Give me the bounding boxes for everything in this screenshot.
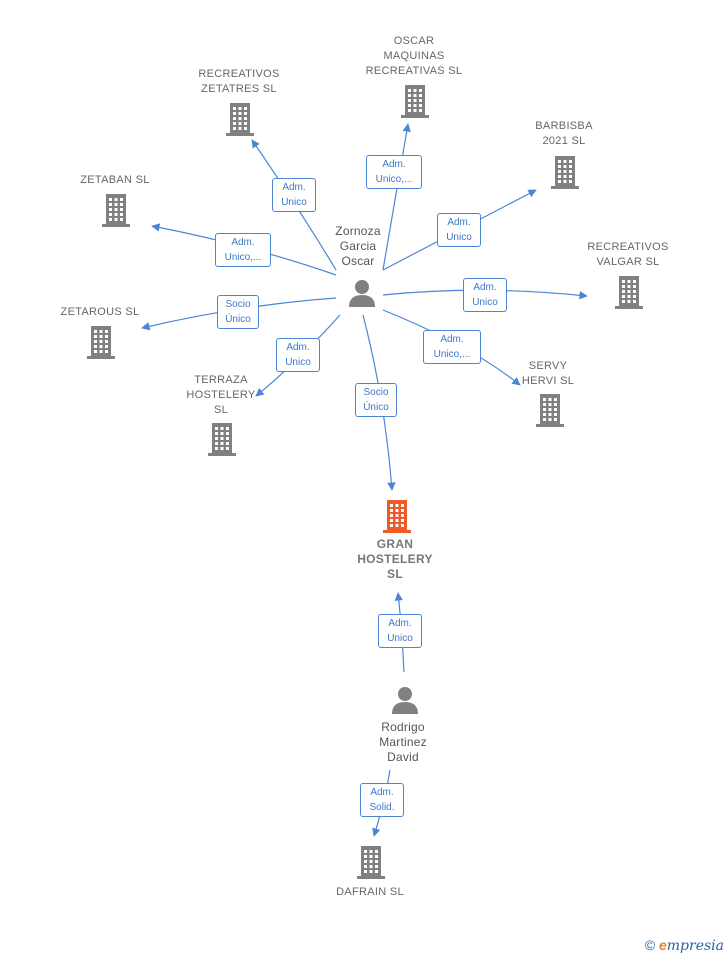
edge-zornoza-oscar_maq	[382, 123, 411, 271]
building-icon-terraza[interactable]	[205, 421, 239, 457]
company-label-barbisba[interactable]: BARBISBA 2021 SL	[535, 120, 593, 147]
relation-badge-zornoza-servy[interactable]: Adm. Unico,...	[423, 330, 481, 364]
company-label-gran[interactable]: GRAN HOSTELERY SL	[357, 537, 433, 581]
building-icon-servy[interactable]	[533, 392, 567, 428]
relation-badge-zornoza-oscar_maq[interactable]: Adm. Unico,...	[366, 155, 422, 189]
person-label-rodrigo[interactable]: Rodrigo Martinez David	[379, 720, 427, 764]
relation-badge-zornoza-barbisba[interactable]: Adm. Unico	[437, 213, 481, 247]
building-icon-zetatres[interactable]	[223, 101, 257, 137]
person-icon-rodrigo[interactable]	[390, 685, 420, 715]
building-icon-barbisba[interactable]	[548, 154, 582, 190]
building-icon-oscar_maq[interactable]	[398, 83, 432, 119]
relation-badge-rodrigo-dafrain[interactable]: Adm. Solid.	[360, 783, 404, 817]
relation-badge-zornoza-zetaban[interactable]: Adm. Unico,...	[215, 233, 271, 267]
brand-name: mpresia	[666, 938, 724, 954]
company-label-terraza[interactable]: TERRAZA HOSTELERY SL	[186, 374, 256, 416]
relation-badge-zornoza-zetatres[interactable]: Adm. Unico	[272, 178, 316, 212]
relation-badge-zornoza-terraza[interactable]: Adm. Unico	[276, 338, 320, 372]
building-icon-dafrain[interactable]	[354, 844, 388, 880]
building-icon-zetarous[interactable]	[84, 324, 118, 360]
relation-badge-zornoza-gran[interactable]: Socio Único	[355, 383, 397, 417]
relation-badge-rodrigo-gran[interactable]: Adm. Unico	[378, 614, 422, 648]
empresia-logo[interactable]: © empresia	[645, 937, 724, 954]
person-icon-zornoza[interactable]	[347, 278, 377, 308]
company-label-zetatres[interactable]: RECREATIVOS ZETATRES SL	[198, 68, 280, 95]
person-label-zornoza[interactable]: Zornoza Garcia Oscar	[335, 224, 381, 268]
building-icon-valgar[interactable]	[612, 274, 646, 310]
building-icon-gran[interactable]	[380, 498, 414, 534]
relation-badge-zornoza-valgar[interactable]: Adm. Unico	[463, 278, 507, 312]
building-icon-zetaban[interactable]	[99, 192, 133, 228]
company-label-zetaban[interactable]: ZETABAN SL	[80, 174, 150, 186]
copyright-icon: ©	[644, 937, 656, 953]
relation-badge-zornoza-zetarous[interactable]: Socio Único	[217, 295, 259, 329]
company-label-oscar_maq[interactable]: OSCAR MAQUINAS RECREATIVAS SL	[365, 35, 463, 77]
company-label-zetarous[interactable]: ZETAROUS SL	[60, 306, 140, 318]
brand-initial: e	[658, 937, 667, 953]
company-label-servy[interactable]: SERVY HERVI SL	[521, 360, 575, 387]
company-label-valgar[interactable]: RECREATIVOS VALGAR SL	[587, 241, 669, 268]
company-label-dafrain[interactable]: DAFRAIN SL	[336, 886, 404, 898]
